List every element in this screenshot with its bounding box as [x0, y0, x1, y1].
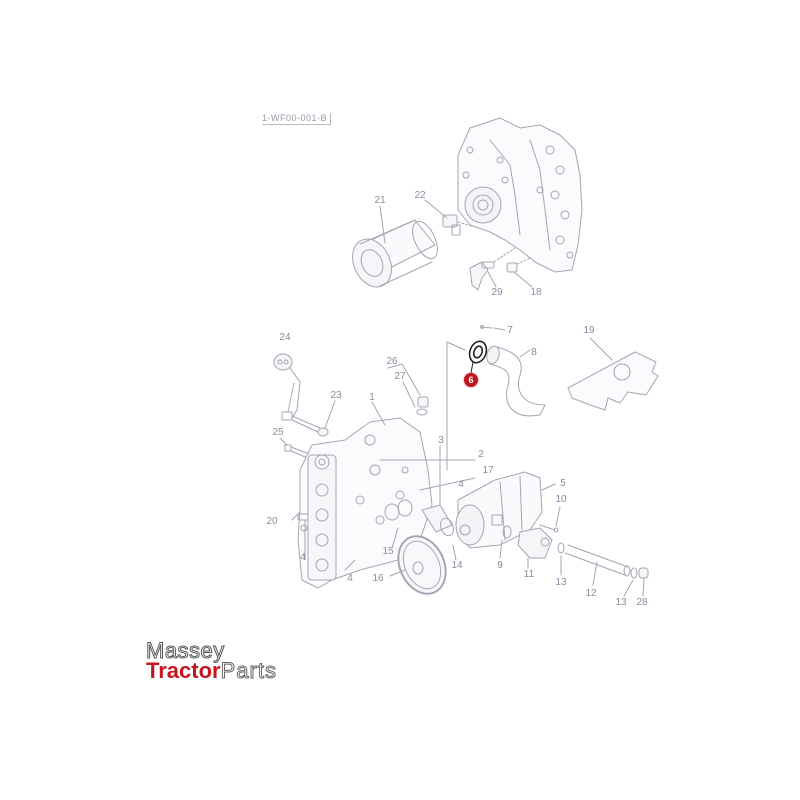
callout-label: 28: [636, 597, 648, 608]
logo-massey: Massey: [146, 638, 225, 663]
pipe-8: [486, 345, 546, 417]
callout-label: 25: [272, 427, 284, 438]
gasket-plate-19: [567, 337, 659, 411]
callout-label: 4: [300, 552, 306, 563]
oring-9: [502, 525, 512, 539]
callout-label: 4: [347, 573, 353, 584]
callout-label: 29: [491, 287, 503, 298]
callout-label: 20: [266, 516, 278, 527]
seal-ring-6: [468, 340, 488, 374]
callout-label: 10: [555, 494, 567, 505]
callout-label: 27: [394, 371, 406, 382]
oil-filter-21: [352, 205, 438, 288]
highlighted-part-badge[interactable]: 6: [464, 373, 478, 387]
oring-13b: [630, 567, 638, 579]
bracket-11: [517, 527, 553, 569]
callout-label: 7: [507, 325, 513, 336]
fitting-22: [424, 199, 473, 236]
callout-label: 17: [482, 465, 494, 476]
callout-label: 8: [531, 347, 537, 358]
coupler-14: [421, 504, 457, 561]
callout-label: 5: [560, 478, 566, 489]
callout-label: 15: [382, 546, 394, 557]
logo-tractor: Tractor: [146, 658, 221, 683]
upper-valve-housing: [457, 117, 583, 273]
lever-24: [273, 353, 301, 419]
plug-28: [638, 567, 649, 579]
sensor-29: [469, 247, 516, 291]
pin-7: [480, 325, 506, 331]
callout-label: 2: [478, 449, 484, 460]
callout-label: 9: [497, 560, 503, 571]
callout-label: 24: [279, 332, 291, 343]
callout-label: 11: [523, 569, 535, 580]
callout-label: 4: [458, 479, 464, 490]
callout-label: 19: [583, 325, 595, 336]
callout-label: 21: [374, 195, 386, 206]
hydraulic-pump-5: [455, 471, 556, 549]
callout-label: 13: [615, 597, 627, 608]
gear-16: [389, 527, 447, 595]
logo-parts: Parts: [220, 658, 277, 683]
callout-label: 1: [369, 392, 375, 403]
bolt-23: [281, 400, 336, 437]
callout-label: 12: [585, 588, 597, 599]
callout-label: 23: [330, 390, 342, 401]
callout-label: 22: [414, 190, 426, 201]
callout-label: 26: [386, 356, 398, 367]
oring-13: [557, 542, 565, 554]
drawing-reference-code: 1-WF00-001-B: [262, 113, 332, 125]
callout-label: 18: [530, 287, 542, 298]
fitting-26-27: [387, 363, 429, 416]
tube-12: [564, 544, 631, 586]
callout-label: 16: [372, 573, 384, 584]
callout-label: 13: [555, 577, 567, 588]
plug-18: [506, 257, 533, 288]
brand-logo: Massey TractorParts: [146, 638, 277, 683]
callout-label: 3: [438, 435, 444, 446]
callout-label: 14: [451, 560, 463, 571]
